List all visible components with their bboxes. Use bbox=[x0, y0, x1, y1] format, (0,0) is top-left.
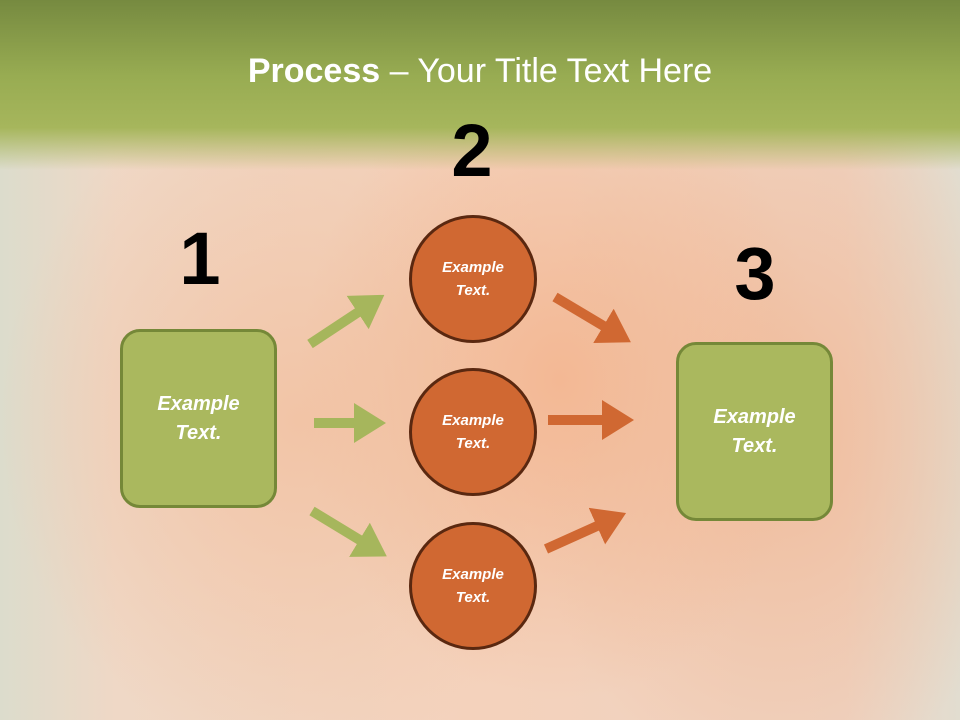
step-number-2: 2 bbox=[451, 109, 493, 192]
circle-text-line2: Text. bbox=[455, 282, 491, 299]
title-rest: – Your Title Text Here bbox=[380, 52, 713, 90]
right-box-line2: Text. bbox=[731, 434, 778, 457]
green-arrow-down bbox=[309, 506, 387, 557]
circle-text-line2: Text. bbox=[455, 435, 491, 452]
right-box-line1: Example bbox=[713, 405, 796, 428]
step-number-1: 1 bbox=[179, 217, 221, 300]
circle-text-line1: Example bbox=[442, 412, 504, 429]
circle-text-line1: Example bbox=[442, 566, 504, 583]
step-number-3: 3 bbox=[734, 232, 776, 315]
circle-text-line1: Example bbox=[442, 259, 504, 276]
circle-text-line2: Text. bbox=[455, 589, 491, 606]
title-bold: Process bbox=[247, 52, 381, 90]
left-box-line2: Text. bbox=[175, 421, 222, 444]
title-banner bbox=[0, 0, 960, 170]
left-box-line1: Example bbox=[157, 392, 240, 415]
green-arrow-up bbox=[307, 294, 385, 349]
slide-title: Process – Your Title Text Here bbox=[0, 52, 960, 91]
orange-arrow-down bbox=[552, 292, 631, 344]
orange-arrow-up bbox=[543, 507, 627, 554]
